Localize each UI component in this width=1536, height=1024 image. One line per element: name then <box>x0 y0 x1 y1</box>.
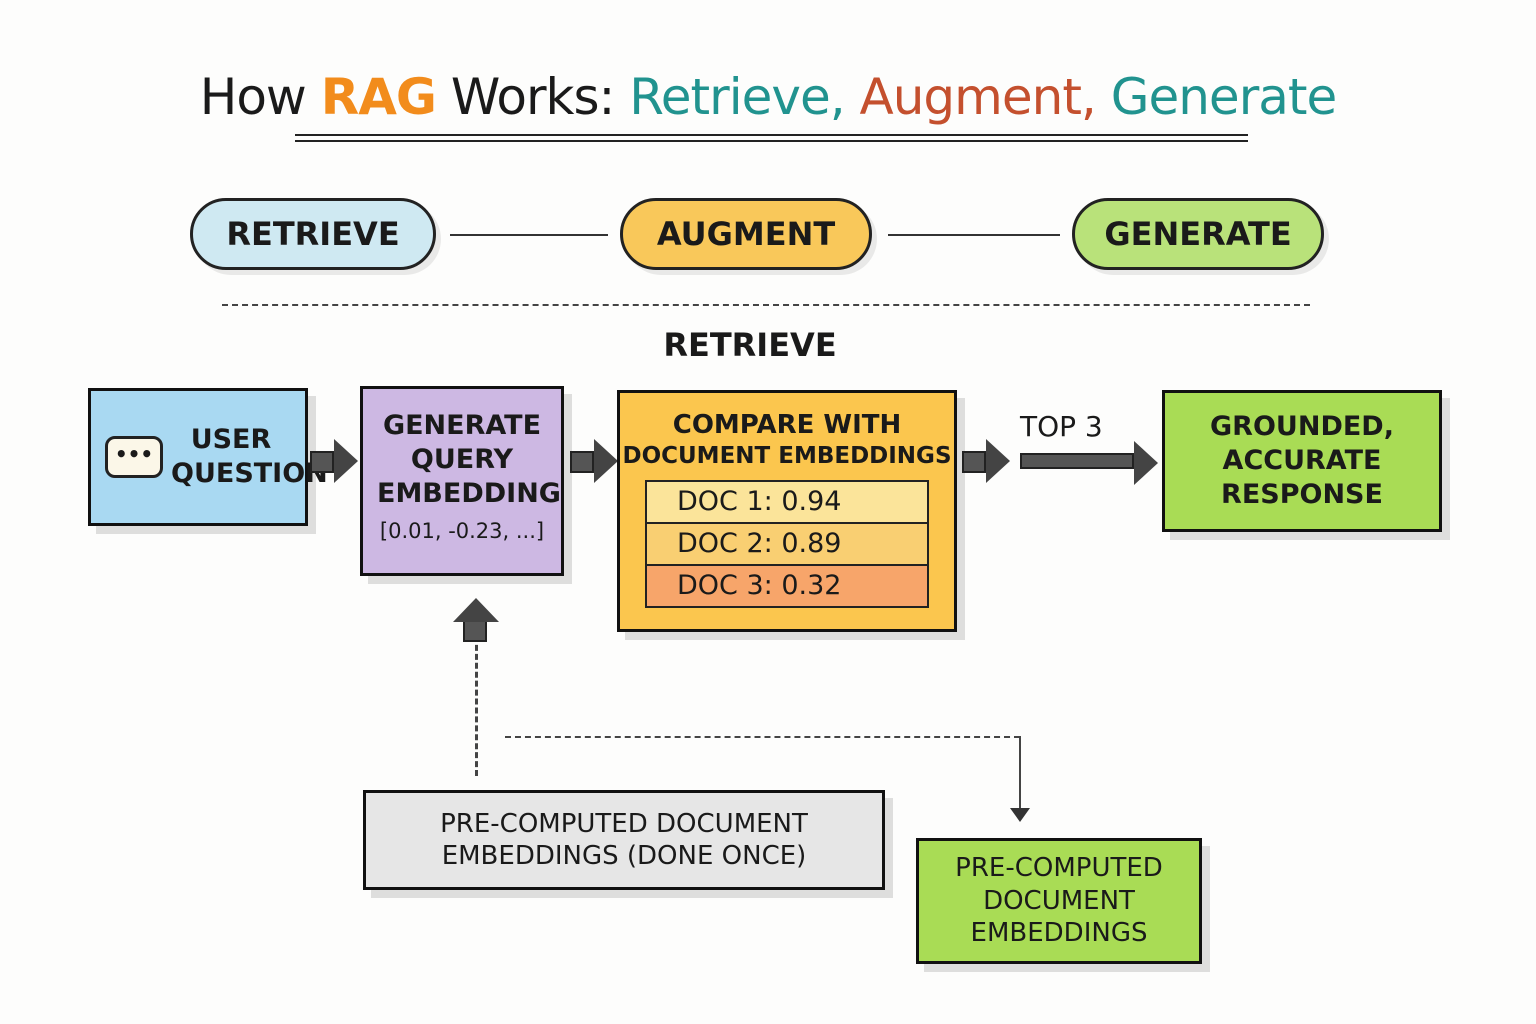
connector-line <box>888 234 1060 236</box>
arrow-right-icon <box>310 439 358 483</box>
connector-line <box>450 234 608 236</box>
doc-scores-list: DOC 1: 0.94 DOC 2: 0.89 DOC 3: 0.32 <box>645 480 929 609</box>
section-label: RETRIEVE <box>663 326 837 364</box>
title-augment: Augment, <box>859 68 1097 126</box>
query-embedding-box: GENERATE QUERY EMBEDDING [0.01, -0.23, .… <box>360 386 564 576</box>
doc-score-row: DOC 3: 0.32 <box>645 566 929 609</box>
user-question-box: ••• USER QUESTION <box>88 388 328 526</box>
title-underline <box>295 134 1248 136</box>
response-label: GROUNDED, ACCURATE RESPONSE <box>1210 411 1394 510</box>
dashed-connector <box>475 636 478 776</box>
title-works: Works: <box>450 68 616 126</box>
arrow-right-icon <box>962 439 1010 483</box>
top-label: TOP 3 <box>1020 410 1103 443</box>
arrow-right-icon <box>1020 441 1158 485</box>
arrow-down-icon <box>1010 808 1030 822</box>
connector-line <box>1019 736 1021 812</box>
arrow-up-icon <box>463 620 487 642</box>
precomputed-label: PRE-COMPUTED DOCUMENT EMBEDDINGS <box>955 853 1163 949</box>
embedding-vector: [0.01, -0.23, ...] <box>379 519 545 544</box>
title-rag: RAG <box>320 68 437 126</box>
title-generate: Generate <box>1110 68 1338 126</box>
query-embedding-label: GENERATE QUERY EMBEDDING <box>377 410 561 509</box>
compare-label: COMPARE WITH <box>672 410 902 440</box>
precomputed-done-once-label-2: EMBEDDINGS (DONE ONCE) <box>441 841 807 871</box>
response-box: GROUNDED, ACCURATE RESPONSE <box>1162 390 1442 532</box>
precomputed-done-once-label: PRE-COMPUTED DOCUMENT <box>440 808 808 839</box>
doc-score-row: DOC 2: 0.89 <box>645 524 929 567</box>
stage-retrieve: RETRIEVE <box>190 198 436 270</box>
user-question-label: USER QUESTION <box>171 424 328 489</box>
chat-bubble-icon: ••• <box>105 436 163 478</box>
title-retrieve: Retrieve, <box>629 68 845 126</box>
dashed-connector <box>505 736 1020 738</box>
section-divider <box>222 304 1310 306</box>
compare-label-2: DOCUMENT EMBEDDINGS <box>622 442 952 469</box>
compare-box: COMPARE WITH DOCUMENT EMBEDDINGS DOC 1: … <box>617 390 957 632</box>
arrow-right-icon <box>570 439 618 483</box>
page-title: How RAG Works: Retrieve, Augment, Genera… <box>0 68 1536 126</box>
stage-augment: AUGMENT <box>620 198 872 270</box>
stage-generate: GENERATE <box>1072 198 1324 270</box>
doc-score-row: DOC 1: 0.94 <box>645 480 929 525</box>
arrow-up-head-icon <box>453 598 499 622</box>
precomputed-done-once-box: PRE-COMPUTED DOCUMENT EMBEDDINGS (DONE O… <box>363 790 885 890</box>
precomputed-embeddings-box: PRE-COMPUTED DOCUMENT EMBEDDINGS <box>916 838 1202 964</box>
title-underline-2 <box>295 140 1248 142</box>
title-how: How <box>199 68 307 126</box>
